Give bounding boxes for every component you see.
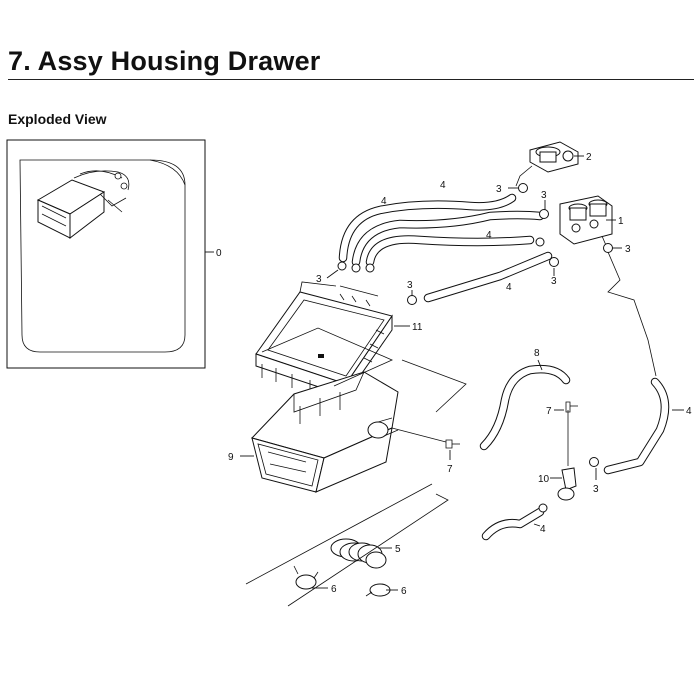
page-title: 7. Assy Housing Drawer [8, 46, 321, 76]
callout-11: 11 [412, 322, 423, 333]
title-rule [8, 79, 694, 80]
callout-4-lower: 4 [506, 282, 512, 293]
callout-2: 2 [586, 152, 592, 163]
callout-8: 8 [534, 348, 540, 359]
callout-1: 1 [618, 216, 624, 227]
assembly-thumbnail [6, 139, 206, 369]
hose-8-link [391, 427, 447, 443]
clamp-3g [351, 263, 361, 273]
clamp-3b [539, 209, 549, 219]
callout-3-cover-right: 3 [407, 280, 413, 291]
clamp-3h [365, 263, 375, 273]
callout-10: 10 [538, 474, 550, 485]
clamp-3f [337, 261, 347, 271]
plane-lower [245, 483, 449, 607]
clamp-3j [589, 457, 599, 467]
housing-drawer-9 [251, 371, 399, 493]
callout-labels: 0 1 2 3 3 3 3 3 3 3 4 4 4 4 4 5 6 6 7 7 … [216, 152, 692, 597]
clamp-3a [518, 183, 528, 193]
clamp-3e [603, 243, 613, 253]
clip-7-right [565, 401, 578, 413]
clamp-3i [407, 295, 417, 305]
clamps [337, 183, 613, 513]
trap-10 [557, 410, 577, 501]
leader-lines [240, 155, 684, 591]
callout-9: 9 [228, 452, 234, 463]
clamp-3k [538, 503, 548, 513]
callout-0: 0 [216, 248, 222, 259]
callout-7-right: 7 [546, 406, 552, 417]
callout-7-left: 7 [447, 464, 453, 475]
break-line [607, 251, 657, 377]
callout-5: 5 [395, 544, 401, 555]
callout-4-left: 4 [381, 196, 387, 207]
callout-3-valve2: 3 [496, 184, 502, 195]
clamp-3d [549, 257, 559, 267]
plane-upper [261, 327, 393, 387]
callout-4-bottom: 4 [540, 524, 546, 535]
assembly-mini-housing [36, 170, 130, 240]
callout-3-right: 3 [625, 244, 631, 255]
callout-4-top: 4 [440, 180, 446, 191]
callout-4-center: 4 [486, 230, 492, 241]
bellows-5 [330, 538, 387, 569]
clip-7-left [445, 439, 460, 449]
clamp-6a [293, 565, 319, 590]
callout-6-left: 6 [331, 584, 337, 595]
plane-upper-right [401, 359, 467, 413]
hoses [338, 193, 670, 541]
callout-3-mid: 3 [551, 276, 557, 287]
clamp-3c [535, 237, 545, 247]
section-label: Exploded View [8, 111, 107, 127]
water-valve-1 [559, 195, 613, 251]
callout-4-right: 4 [686, 406, 692, 417]
callout-3-lower: 3 [593, 484, 599, 495]
hose-right [603, 377, 670, 475]
callout-6-right: 6 [401, 586, 407, 597]
callout-3-top: 3 [541, 190, 547, 201]
callout-3-cover: 3 [316, 274, 322, 285]
water-valve-2 [515, 141, 579, 187]
